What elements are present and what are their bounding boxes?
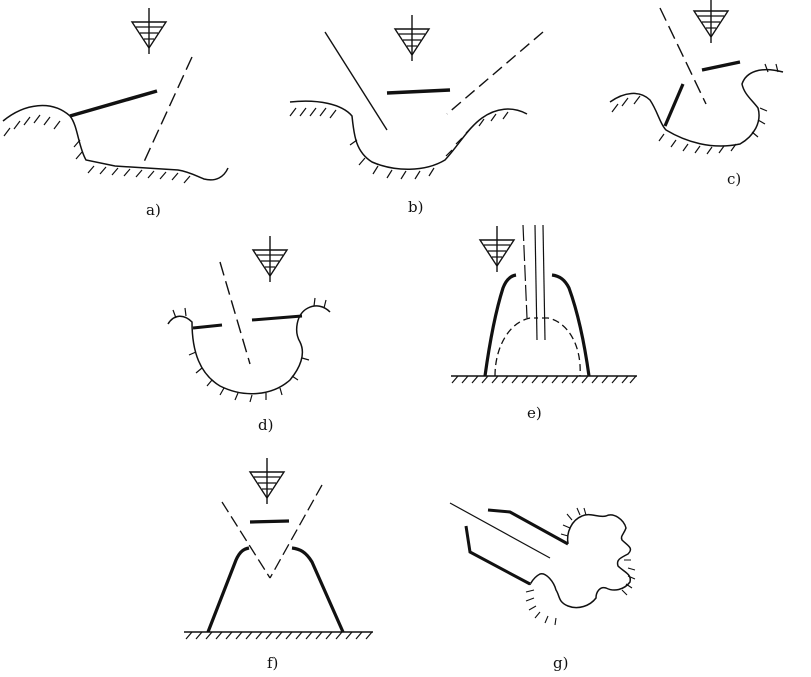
panel-a: a) — [2, 7, 229, 219]
hatching — [185, 631, 373, 640]
sight-line — [324, 31, 388, 131]
panel-d: d) — [167, 235, 331, 434]
wall-line — [251, 314, 303, 322]
sight-line-dashed — [659, 7, 707, 105]
panel-g: g) — [449, 502, 636, 672]
panel-label-a: a) — [146, 201, 161, 219]
wall-line — [663, 83, 685, 127]
sight-line-dashed — [142, 56, 193, 165]
panel-label-c: c) — [727, 170, 741, 188]
terrain-profile — [289, 100, 528, 170]
wall-line — [386, 88, 451, 95]
wall-line — [464, 525, 531, 586]
water-level-icon — [252, 235, 288, 283]
trapezoid-wall — [206, 546, 250, 633]
hatching — [289, 107, 509, 180]
water-level-icon — [394, 14, 430, 62]
trapezoid-wall — [291, 546, 345, 633]
shaft-dashed — [522, 224, 528, 319]
roof-line — [249, 519, 290, 524]
wall-line — [487, 508, 569, 546]
sight-line-dashed — [219, 261, 251, 365]
wall-line — [192, 323, 223, 330]
panel-label-g: g) — [553, 654, 568, 672]
panel-c: c) — [609, 0, 784, 188]
shaft-line — [534, 224, 538, 341]
water-level-icon — [249, 457, 285, 505]
panel-label-f: f) — [267, 654, 278, 672]
hatching — [172, 297, 327, 403]
hatching — [611, 63, 779, 155]
wall-line — [701, 60, 741, 72]
panel-label-d: d) — [258, 416, 273, 434]
irregular-rock-outline — [529, 513, 632, 609]
panel-e: e) — [451, 224, 637, 422]
inner-arch-dashed — [494, 317, 581, 377]
water-level-icon — [479, 225, 515, 273]
sight-line — [449, 502, 551, 559]
hatching — [451, 375, 637, 384]
shaft-line — [542, 224, 546, 341]
panel-label-e: e) — [527, 404, 542, 422]
water-level-icon — [131, 7, 167, 55]
wall-line — [69, 89, 158, 118]
sight-line-dashed — [221, 501, 271, 579]
water-level-icon — [693, 0, 729, 44]
panel-b: b) — [289, 14, 544, 216]
arch-wall — [483, 273, 517, 377]
hatching — [3, 114, 191, 184]
terrain-profile — [2, 104, 229, 181]
arch-wall — [551, 273, 591, 377]
sight-line-dashed — [446, 31, 544, 115]
terrain-profile — [609, 68, 784, 147]
terrain-profile — [167, 305, 331, 395]
panel-f: f) — [184, 457, 373, 672]
sight-line-dashed — [269, 484, 323, 579]
panel-label-b: b) — [408, 198, 423, 216]
hatching — [525, 507, 636, 626]
